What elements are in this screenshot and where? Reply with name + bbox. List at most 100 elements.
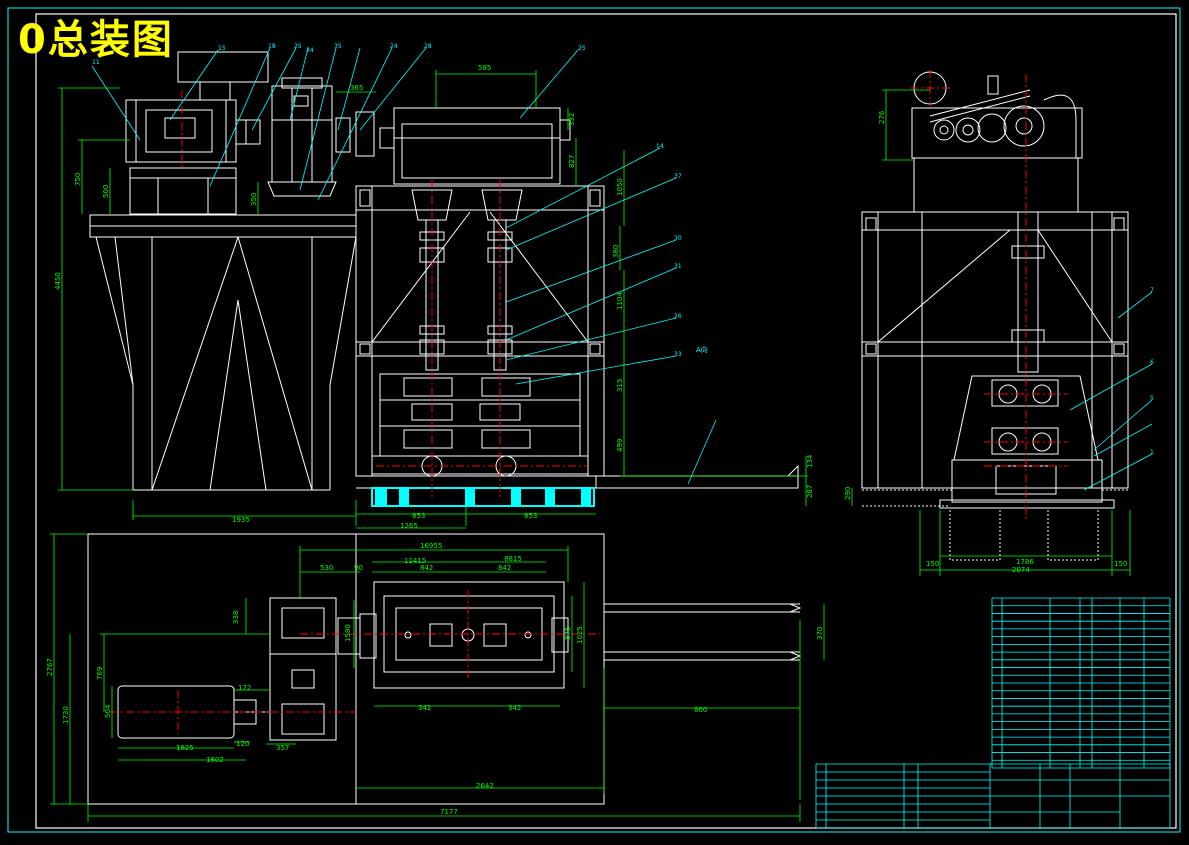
dimension-label: 7177 [440, 808, 458, 816]
reducer [267, 77, 337, 197]
part-balloon: 15 [218, 45, 226, 52]
part-balloon: 24 [390, 43, 398, 50]
dimension-label: 2642 [476, 782, 494, 790]
dimension-label: 853 [412, 512, 425, 520]
dimension-label: 827 [568, 155, 576, 168]
dimension-label: 8815 [504, 555, 522, 563]
title-block [815, 763, 1171, 829]
part-balloon: 35 [334, 43, 342, 50]
part-balloon: 25 [294, 43, 302, 50]
dimension-label: 2074 [1012, 566, 1030, 574]
part-balloon: 31 [674, 263, 682, 270]
dimension-label: 338 [232, 611, 240, 624]
side-frame [861, 211, 1129, 489]
dimension-label: 365 [350, 84, 363, 92]
part-balloon: 14 [656, 143, 664, 150]
dimension-label: 842 [498, 564, 511, 572]
part-balloon: 28 [424, 43, 432, 50]
side-centerlines [910, 70, 1068, 520]
dimension-label: 380 [612, 245, 620, 258]
plan-centerlines [110, 590, 600, 734]
dimension-label: 842 [420, 564, 433, 572]
platform-legs [95, 236, 134, 490]
dimension-label: 1602 [206, 756, 224, 764]
dimension-label: 1580 [344, 624, 352, 642]
part-balloon: 33 [674, 351, 682, 358]
gearbox-top [379, 107, 571, 185]
dimension-label: 16955 [420, 542, 442, 550]
part-balloon: 37 [674, 173, 682, 180]
dimension-label: 332 [568, 113, 576, 126]
dimension-label: 853 [524, 512, 537, 520]
dimension-label: 1025 [576, 626, 584, 644]
dimension-label: 800 [694, 706, 707, 714]
side-foundation [862, 489, 1128, 561]
dimension-label: 357 [276, 744, 289, 752]
dimension-label: 585 [478, 64, 491, 72]
front-dimension-lines [58, 70, 808, 529]
part-balloon: 6 [1150, 359, 1154, 366]
plan-rails [604, 603, 802, 661]
part-balloon: 18 [268, 43, 276, 50]
dimension-label: 504 [104, 704, 112, 718]
motor-base [129, 167, 237, 215]
dimension-label: 1786 [1016, 558, 1034, 566]
dimension-label: 342 [418, 704, 431, 712]
plan-reducer [269, 597, 337, 741]
side-dimension-lines [851, 89, 1131, 576]
dimension-label: 1730 [62, 706, 70, 724]
side-leaders [1069, 291, 1153, 491]
dimension-label: 4450 [54, 272, 62, 290]
part-balloon: 26 [674, 313, 682, 320]
dimension-label: 750 [74, 173, 82, 186]
part-balloon: 1 [1150, 449, 1154, 456]
plan-stand [373, 581, 569, 689]
dimension-label: 150 [926, 560, 939, 568]
part-balloon: 11 [92, 59, 100, 66]
dimension-label: 315 [616, 379, 624, 392]
sheet-border [7, 7, 1181, 833]
dimension-label: 769 [96, 667, 104, 680]
part-balloon: 25 [578, 45, 586, 52]
dimension-label: 500 [102, 185, 110, 198]
front-leaders [91, 47, 717, 485]
roll-stand-frame [355, 185, 605, 477]
dimension-label: 499 [616, 439, 624, 452]
dimension-label: 530 [320, 564, 333, 572]
dimension-label: 350 [250, 193, 258, 206]
roll-housing [371, 373, 589, 477]
side-view [861, 71, 1129, 561]
dimension-label: 11415 [404, 557, 426, 565]
front-view [89, 51, 799, 491]
drawing-title: 0总装图 [18, 17, 174, 63]
parts-list-table [991, 597, 1171, 769]
dimension-label: 875 [564, 627, 572, 640]
dimension-label: 2767 [46, 658, 54, 676]
dimension-label: 1050 [616, 178, 624, 196]
coupling [245, 119, 261, 145]
dimension-label: 276 [878, 110, 886, 124]
plan-view [87, 533, 802, 805]
foundation-beams [371, 487, 595, 507]
plan-dimension-lines [50, 533, 825, 822]
front-centerlines [181, 90, 588, 500]
dimension-label: 1265 [400, 522, 418, 530]
dimension-label: 172 [238, 684, 251, 692]
dimension-label: 90 [354, 564, 363, 572]
part-balloon: 5 [1150, 395, 1154, 402]
spindles [411, 189, 523, 371]
dimension-label: 370 [816, 627, 824, 640]
side-drive-chain [911, 71, 1083, 213]
dimension-label: 342 [508, 704, 521, 712]
output-roller-table [595, 475, 799, 489]
dimension-label: 1104 [616, 292, 624, 310]
motor [125, 51, 269, 163]
part-balloon: 34 [306, 47, 314, 54]
part-balloon: 7 [1150, 287, 1154, 294]
dimension-label: 150 [1114, 560, 1127, 568]
dimension-texts: 7505003504450193558536533282710503801104… [46, 64, 1127, 816]
side-roll-stand [939, 375, 1115, 509]
